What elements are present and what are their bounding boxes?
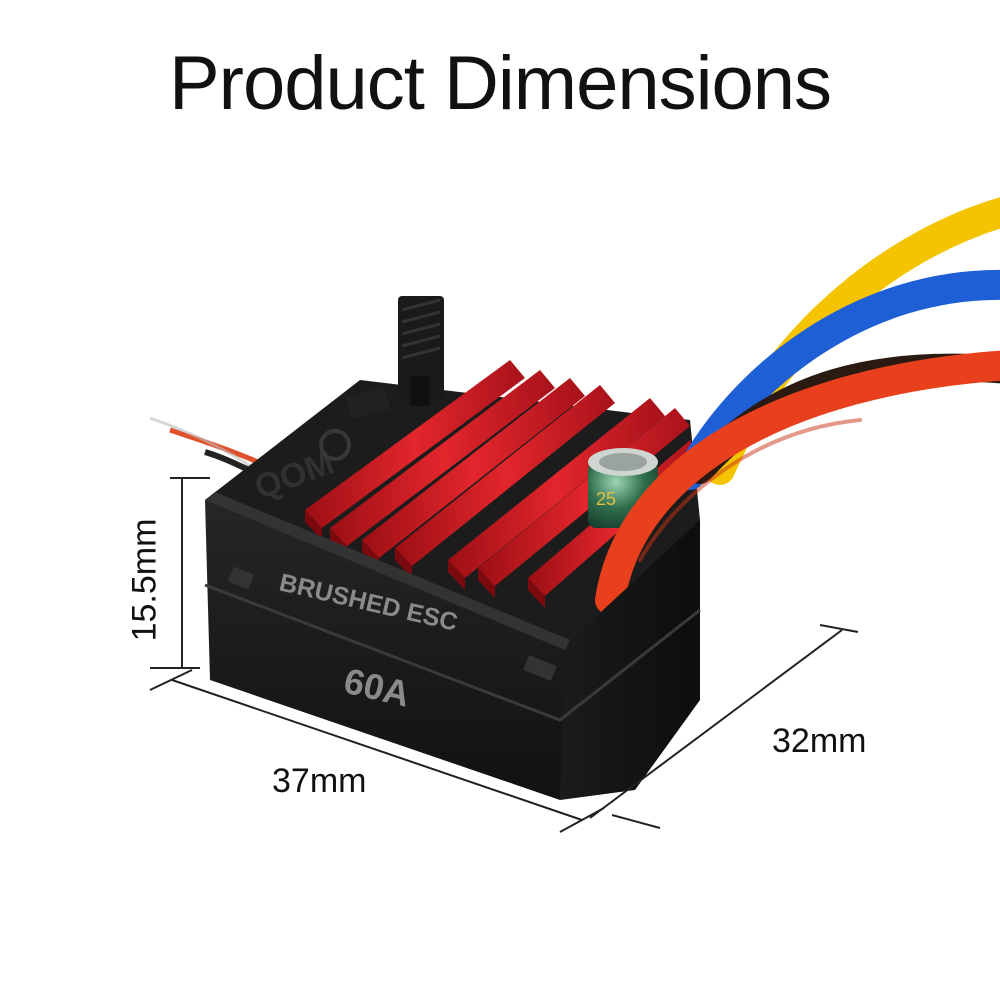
housing-front <box>204 492 701 800</box>
heatsink <box>305 360 700 608</box>
signal-wires <box>149 416 264 479</box>
dimension-depth-line <box>589 624 859 829</box>
dimension-height-line <box>150 477 210 669</box>
width-label: 37mm <box>272 762 367 800</box>
power-wires <box>595 197 1000 615</box>
power-switch <box>345 296 444 419</box>
svg-text:25: 25 <box>596 489 616 509</box>
page-title: Product Dimensions <box>168 41 832 126</box>
height-label: 15.5mm <box>125 518 164 642</box>
depth-label: 32mm <box>772 722 867 760</box>
housing-side <box>560 520 700 800</box>
capacitor: 25 <box>588 448 658 528</box>
